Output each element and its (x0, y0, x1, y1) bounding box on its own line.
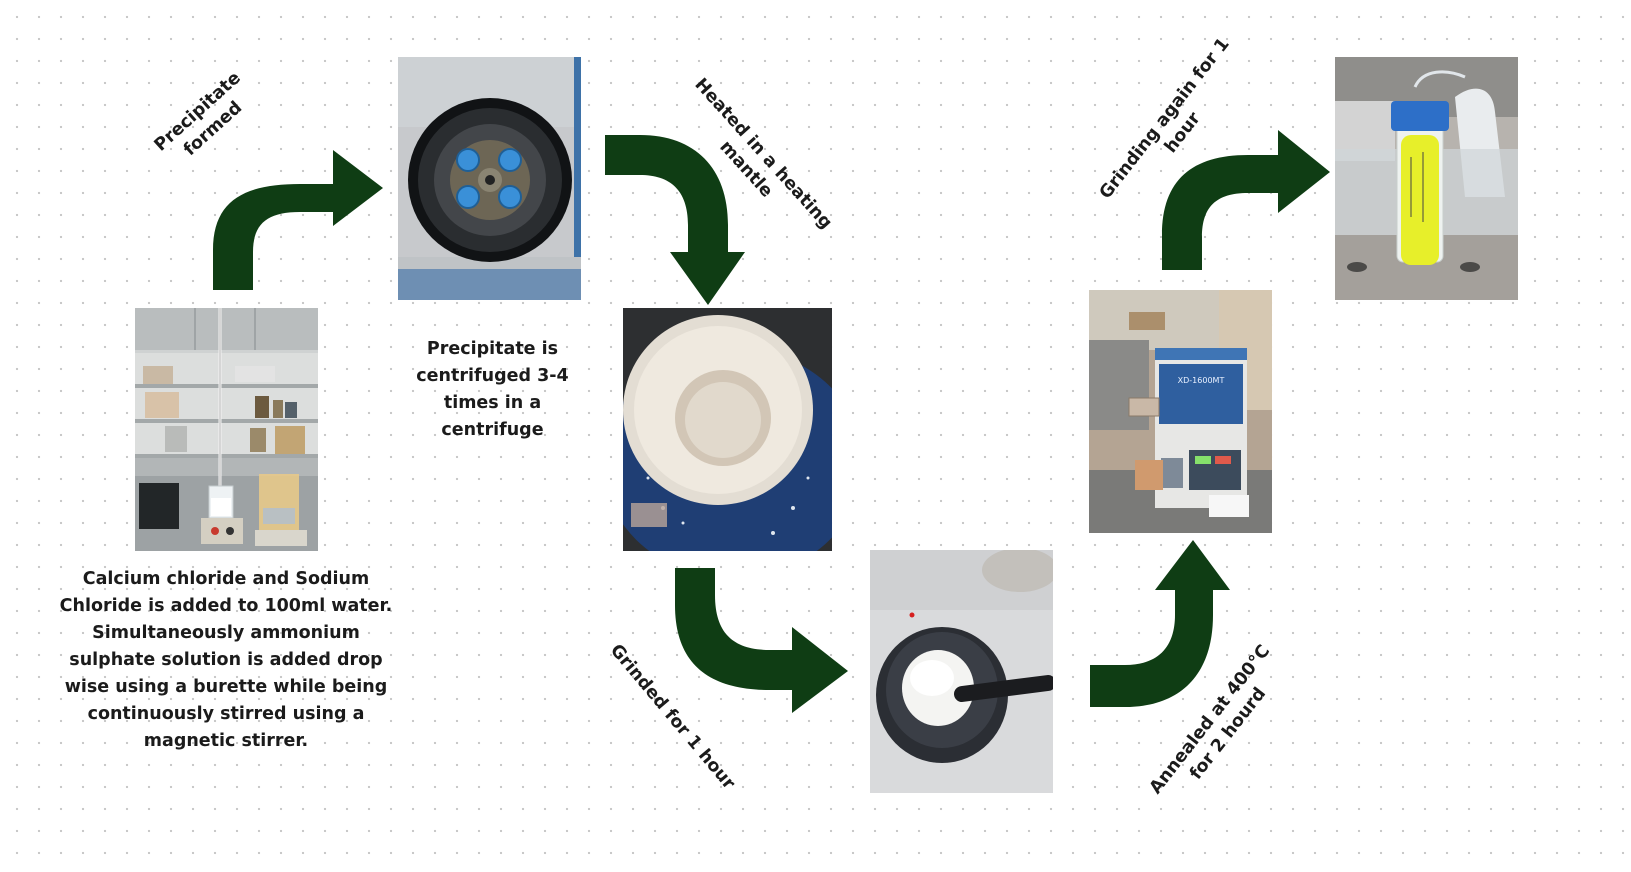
heating-mantle-photo (623, 308, 832, 551)
arrow-grinding-again (1162, 130, 1330, 270)
arrow-heating-mantle (605, 135, 745, 305)
furnace-model-label: XD-1600MT (1178, 376, 1225, 385)
mixing-step-caption: Calcium chloride and Sodium Chloride is … (59, 569, 393, 751)
arrow-precipitate-formed (213, 150, 383, 290)
arrow-annealed (1090, 540, 1230, 707)
furnace-photo: XD-1600MT (1089, 290, 1272, 533)
mortar-pestle-photo (870, 550, 1053, 793)
lab-setup-photo (135, 308, 318, 551)
arrow-grinded (675, 568, 848, 713)
centrifuge-photo (398, 57, 581, 300)
sample-tube-photo (1335, 57, 1518, 300)
centrifuge-step-caption: Precipitate is centrifuged 3-4 times in … (416, 339, 569, 440)
